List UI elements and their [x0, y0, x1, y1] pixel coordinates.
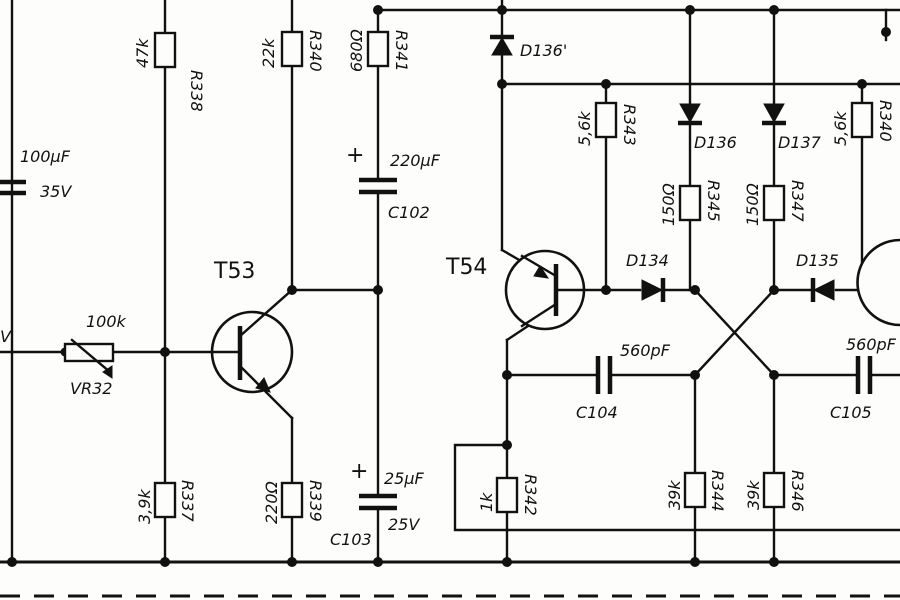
- resistor-r342: 1k R342: [477, 474, 540, 516]
- svg-text:5,6k: 5,6k: [831, 111, 850, 146]
- svg-text:3,9k: 3,9k: [135, 489, 154, 524]
- svg-text:560pF: 560pF: [620, 341, 671, 360]
- capacitor-c105: 560pF C105: [830, 335, 897, 422]
- diode-d135: D135: [796, 251, 839, 302]
- resistor-r344: 39k R344: [665, 470, 727, 512]
- resistor-r345: 150Ω R345: [659, 180, 723, 226]
- diode-d134: D134: [626, 251, 669, 302]
- svg-text:C103: C103: [330, 530, 372, 549]
- svg-text:D137: D137: [778, 133, 822, 152]
- svg-text:150Ω: 150Ω: [659, 182, 678, 226]
- capacitor-c104: 560pF C104: [576, 341, 671, 422]
- resistor-r339: 220Ω R339: [262, 480, 325, 524]
- svg-text:R339: R339: [306, 480, 325, 522]
- svg-text:R342: R342: [521, 474, 540, 516]
- svg-text:25V: 25V: [388, 515, 420, 534]
- junction-dots: [7, 5, 891, 567]
- svg-text:R344: R344: [708, 470, 727, 512]
- svg-text:R337: R337: [178, 480, 197, 522]
- svg-text:35V: 35V: [40, 182, 72, 201]
- resistor-r340b: 5,6k R340: [831, 100, 895, 146]
- transistor-t53: T53: [210, 259, 294, 420]
- svg-text:R341: R341: [392, 30, 411, 72]
- svg-text:R345: R345: [704, 180, 723, 222]
- svg-text:39k: 39k: [744, 480, 763, 510]
- svg-text:5,6k: 5,6k: [575, 111, 594, 146]
- resistor-r346: 39k R346: [744, 470, 807, 512]
- svg-text:1k: 1k: [477, 492, 496, 512]
- svg-text:220Ω: 220Ω: [262, 480, 281, 524]
- svg-text:T53: T53: [213, 259, 255, 284]
- svg-text:D134: D134: [626, 251, 669, 270]
- svg-text:+: +: [346, 143, 364, 168]
- svg-text:100k: 100k: [86, 312, 127, 331]
- resistor-r337: 3,9k R337: [135, 480, 197, 524]
- resistor-r347: 150Ω R347: [743, 180, 807, 226]
- svg-text:D135: D135: [796, 251, 839, 270]
- svg-text:R340: R340: [306, 30, 325, 72]
- svg-text:T54: T54: [445, 255, 487, 280]
- svg-text:100µF: 100µF: [20, 147, 71, 166]
- resistor-r338: 47k R338: [133, 31, 206, 112]
- svg-text:+: +: [350, 459, 368, 484]
- svg-text:680Ω: 680Ω: [347, 28, 366, 72]
- svg-text:R346: R346: [788, 470, 807, 512]
- svg-text:C102: C102: [388, 203, 430, 222]
- svg-text:39k: 39k: [665, 480, 684, 510]
- capacitor-left: 100µF 35V: [0, 147, 72, 201]
- diode-d136p: D136': [490, 34, 567, 60]
- svg-text:C105: C105: [830, 403, 872, 422]
- svg-text:47k: 47k: [133, 38, 152, 68]
- svg-text:D136: D136: [694, 133, 737, 152]
- svg-text:25µF: 25µF: [384, 469, 425, 488]
- diode-d137: D137: [762, 103, 822, 152]
- resistor-r340a: 22k R340: [259, 30, 325, 72]
- svg-text:R340: R340: [876, 100, 895, 142]
- svg-text:VR32: VR32: [70, 379, 112, 398]
- svg-text:R338: R338: [187, 70, 206, 112]
- svg-text:22k: 22k: [259, 38, 278, 68]
- svg-text:C104: C104: [576, 403, 618, 422]
- resistor-r343: 5,6k R343: [575, 101, 639, 146]
- svg-text:150Ω: 150Ω: [743, 182, 762, 226]
- resistor-r341: 680Ω R341: [347, 28, 411, 72]
- svg-text:R343: R343: [620, 104, 639, 146]
- svg-text:560pF: 560pF: [846, 335, 897, 354]
- potentiometer-vr32: 100k VR32: [63, 312, 127, 398]
- capacitor-c103: + 25µF 25V C103: [330, 459, 425, 549]
- capacitor-c102: + 220µF C102: [346, 143, 441, 222]
- diode-d136: D136: [678, 103, 737, 152]
- transistor-partial-right: [856, 238, 900, 327]
- left-edge-text: V: [0, 327, 12, 346]
- svg-text:R347: R347: [788, 180, 807, 222]
- svg-text:D136': D136': [520, 41, 567, 60]
- svg-text:220µF: 220µF: [390, 151, 441, 170]
- transistor-t54: T54: [445, 249, 586, 331]
